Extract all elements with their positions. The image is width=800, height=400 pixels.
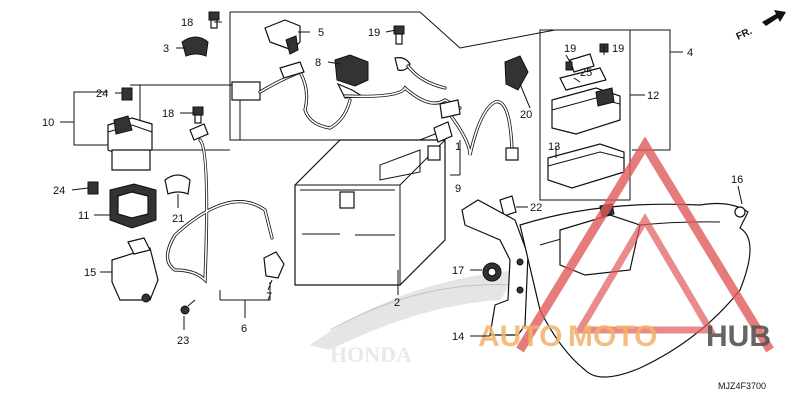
part-24-fuse-bottom	[87, 181, 99, 195]
group-boxes	[130, 11, 671, 201]
callout-21: 21	[172, 213, 184, 225]
callout-2: 2	[394, 297, 400, 309]
part-14-battery-holder	[461, 199, 529, 336]
fr-label: FR.	[735, 26, 754, 43]
callout-7: 7	[266, 291, 272, 303]
honda-wordmark: HONDA	[330, 342, 412, 367]
part-24-fuse-top	[121, 87, 133, 101]
part-19-bolt-left	[393, 25, 405, 45]
callout-17: 17	[452, 265, 464, 277]
callout-19-mid: 19	[564, 43, 576, 55]
callout-22: 22	[530, 202, 542, 214]
callout-11: 11	[78, 210, 89, 222]
battery-terminal-positive	[427, 145, 441, 161]
callout-4: 4	[687, 47, 693, 59]
battery	[294, 139, 446, 286]
callout-18-mid: 18	[162, 108, 174, 120]
forward-arrow-icon	[762, 10, 786, 26]
front-direction-indicator: FR.	[735, 10, 786, 43]
callout-5: 5	[318, 27, 324, 39]
part-15-bracket	[111, 237, 159, 303]
part-20-connector	[504, 55, 529, 91]
part-5-terminal-cap	[264, 19, 301, 55]
part-8-terminal-cap	[334, 54, 369, 99]
callout-10: 10	[42, 117, 54, 129]
callout-23: 23	[177, 335, 189, 347]
callout-6: 6	[241, 323, 247, 335]
part-6-cable	[165, 123, 274, 284]
callout-14: 14	[452, 331, 464, 343]
callout-3: 3	[163, 43, 169, 55]
callout-19-right: 19	[612, 43, 624, 55]
part-10-starter-relay	[107, 115, 153, 171]
part-1-battery-cable	[343, 57, 462, 110]
part-18-bolt-mid	[192, 106, 204, 124]
callout-8: 8	[315, 57, 321, 69]
part-23-screw	[180, 299, 196, 315]
callout-25: 25	[580, 67, 592, 79]
automotohub-watermark: AUTO MOTO HUB	[478, 136, 774, 353]
watermark-moto: MOTO	[568, 320, 657, 353]
diagram-code: MJZ4F3700	[718, 381, 766, 391]
fuse-box-assembly	[547, 43, 625, 189]
part-17-grommet	[482, 262, 502, 282]
callout-24-top: 24	[96, 88, 108, 100]
part-3-clip	[181, 36, 209, 57]
starter-relay-harness	[231, 61, 352, 130]
part-11-relay-cover	[109, 183, 157, 229]
callout-24-bottom: 24	[53, 185, 65, 197]
part-21-holder	[164, 174, 191, 195]
callout-1: 1	[455, 141, 461, 153]
watermark-auto: AUTO	[478, 320, 562, 353]
callout-12: 12	[647, 90, 659, 102]
callout-9: 9	[455, 183, 461, 195]
callout-19-left: 19	[368, 27, 380, 39]
callout-20: 20	[520, 109, 532, 121]
watermark-hub: HUB	[706, 320, 771, 353]
callout-labels: 18 3 5 8 19 20 1 9 4 12 19 19 25 13 18 2…	[42, 17, 743, 347]
part-18-bolt-top	[208, 11, 220, 29]
callout-15: 15	[84, 267, 96, 279]
honda-wing-watermark: HONDA	[310, 270, 520, 367]
part-9-cable	[433, 99, 519, 161]
callout-16: 16	[731, 174, 743, 186]
part-22-bolt	[499, 195, 517, 217]
callout-13: 13	[548, 141, 560, 153]
leader-lines	[60, 21, 743, 337]
callout-18-top: 18	[181, 17, 193, 29]
part-7-terminal-cap	[263, 251, 285, 279]
battery-terminal-negative	[339, 191, 355, 209]
box-12	[539, 29, 631, 201]
